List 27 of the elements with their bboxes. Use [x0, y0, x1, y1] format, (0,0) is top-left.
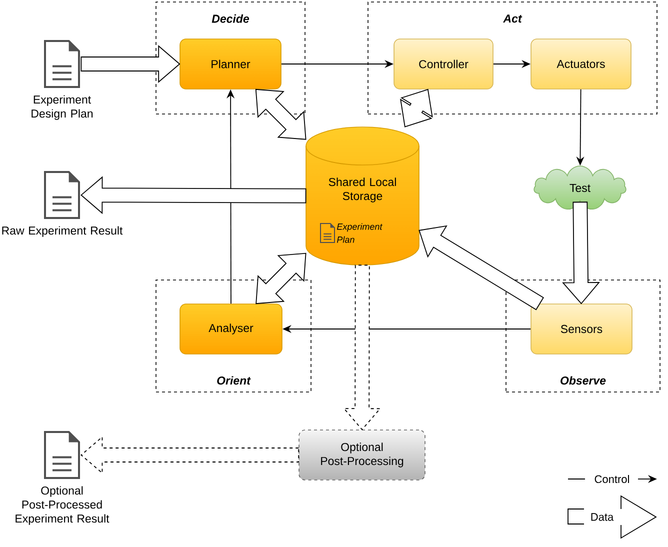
data-arrow	[256, 252, 306, 304]
data-arrow	[562, 202, 600, 304]
document-label: Raw Experiment Result	[2, 226, 123, 237]
storage-label: Shared Local Storage	[328, 178, 396, 202]
process-box: Optional Post-Processing	[298, 430, 426, 480]
data-arrow	[80, 436, 300, 474]
data-arrow	[400, 88, 433, 128]
test-cloud: Test	[534, 166, 626, 210]
legend-label: Control	[594, 474, 629, 484]
data-arrow	[343, 264, 382, 430]
group-title: Observe	[560, 376, 606, 385]
file-label: Experiment Plan	[337, 223, 383, 243]
data-arrow	[80, 176, 306, 214]
process-box: Sensors	[530, 304, 632, 354]
legend-label: Data	[591, 513, 614, 521]
group-title: Decide	[212, 14, 250, 23]
process-box: Planner	[180, 38, 282, 90]
group-title: Orient	[217, 376, 251, 385]
document-label: Optional Post-Processed Experiment Result	[16, 486, 110, 525]
document-label: Experiment Design Plan	[32, 95, 93, 120]
process-box: Actuators	[530, 38, 632, 90]
data-arrow	[255, 88, 306, 140]
process-box: Controller	[394, 38, 494, 90]
process-box: Analyser	[180, 304, 282, 354]
data-arrow	[418, 225, 544, 310]
group-title: Act	[503, 14, 522, 23]
data-arrow	[80, 45, 180, 83]
